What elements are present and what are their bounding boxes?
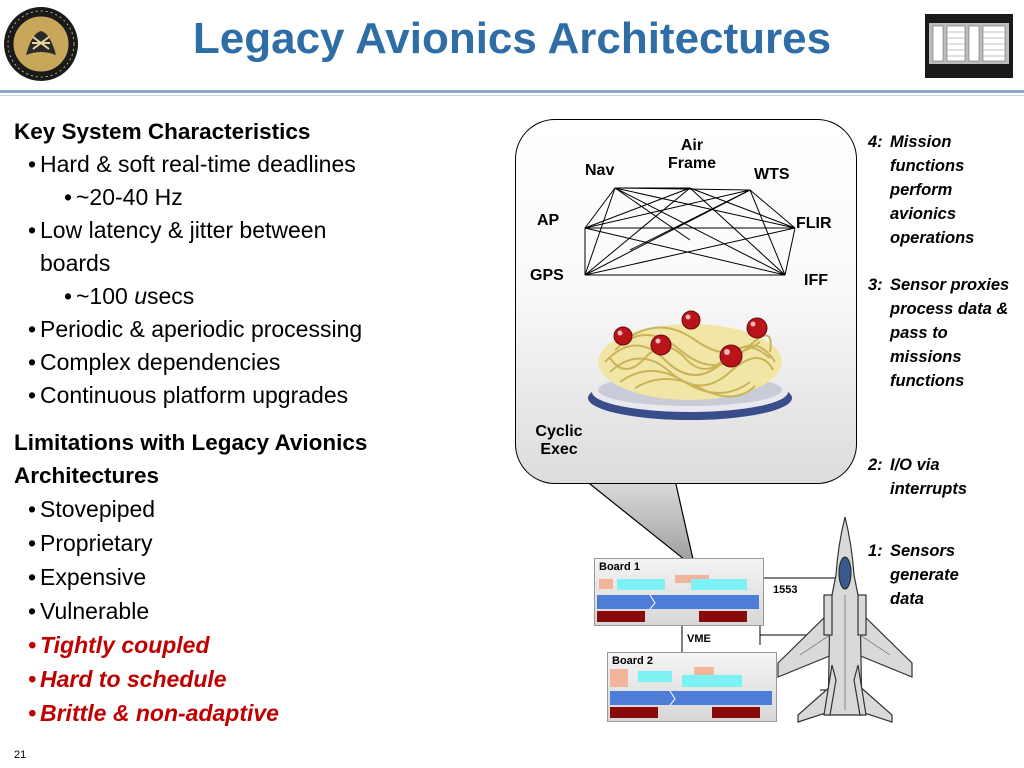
vme-bus-label: VME	[687, 633, 711, 645]
bullet-item-continuation: boards	[40, 250, 111, 276]
interconnect-mesh	[584, 187, 796, 276]
fighter-jet-image	[777, 516, 913, 723]
bullet-item: •Expensive	[28, 564, 147, 590]
emphasis-bullet-item: •Tightly coupled	[28, 632, 210, 658]
ap-label: AP	[537, 212, 560, 229]
board-1-label: Board 1	[599, 561, 640, 573]
bullet-item: •Continuous platform upgrades	[28, 382, 349, 408]
emphasis-bullet-item: •Brittle & non-adaptive	[28, 700, 279, 726]
bullet-item: •Proprietary	[28, 530, 153, 556]
gps-label: GPS	[530, 267, 564, 284]
step-4-mission-functions: 4:Mission functions perform avionics ope…	[868, 133, 975, 247]
slide-title: Legacy Avionics Architectures	[192, 14, 832, 63]
key-characteristics-section: Key System Characteristics •Hard & soft …	[14, 116, 484, 412]
board-2: Board 2	[607, 652, 777, 722]
sub-bullet-item: •~100 usecs	[64, 283, 195, 309]
bullet-item: •Periodic & aperiodic processing	[28, 316, 363, 342]
bullet-item: •Hard & soft real-time deadlines	[28, 151, 356, 177]
limitations-heading: Limitations with Legacy Avionics	[14, 430, 368, 455]
page-number: 21	[14, 749, 27, 761]
header-rule	[0, 90, 1024, 93]
bus-1553-label: 1553	[773, 584, 798, 596]
bullet-item: •Low latency & jitter between	[28, 217, 327, 243]
board-1-circuitry	[597, 575, 759, 622]
key-characteristics-heading: Key System Characteristics	[14, 119, 311, 144]
sub-bullet-item: •~20-40 Hz	[64, 184, 183, 210]
limitations-heading-line2: Architectures	[14, 463, 160, 488]
limitations-section: Limitations with Legacy Avionics Archite…	[14, 426, 484, 730]
vanderbilt-seal-logo	[2, 3, 80, 85]
board-2-circuitry	[610, 667, 772, 718]
iff-label: IFF	[804, 272, 828, 289]
wts-label: WTS	[754, 166, 790, 183]
bullet-item: •Complex dependencies	[28, 349, 281, 375]
board-1: Board 1	[594, 558, 764, 626]
spaghetti-plate-image	[588, 310, 792, 420]
callout-pointer	[583, 479, 696, 570]
header-rule-thin	[0, 95, 1024, 96]
step-2-io-interrupts: 2:I/O via interrupts	[868, 456, 968, 498]
left-text-column: Key System Characteristics •Hard & soft …	[14, 116, 484, 730]
nav-label: Nav	[585, 162, 615, 179]
isis-institute-logo	[925, 14, 1013, 78]
emphasis-bullet-item: •Hard to schedule	[28, 666, 227, 692]
flir-label: FLIR	[796, 215, 832, 232]
board-2-label: Board 2	[612, 655, 653, 667]
bullet-item: •Stovepiped	[28, 496, 156, 522]
step-3-sensor-proxies: 3:Sensor proxies process data & pass to …	[868, 276, 1010, 390]
spaghetti-architecture-callout	[515, 119, 857, 484]
step-1-sensors: 1:Sensors generate data	[868, 542, 959, 608]
bullet-item: •Vulnerable	[28, 598, 150, 624]
